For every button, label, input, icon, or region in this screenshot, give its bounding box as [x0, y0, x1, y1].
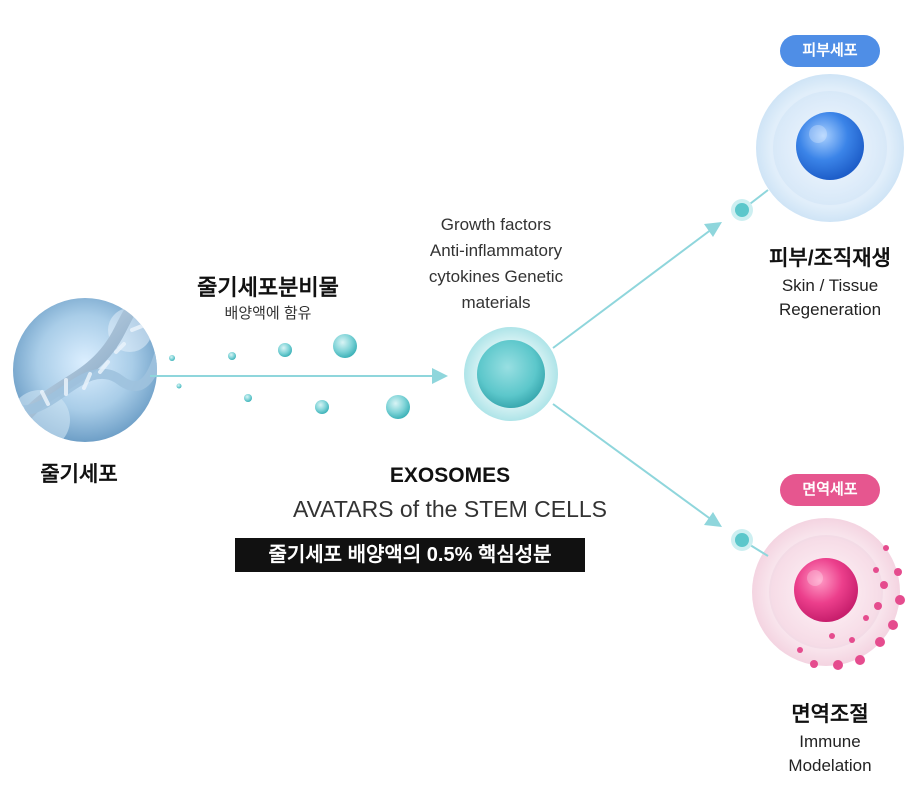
arrow-head-exosome	[432, 368, 448, 384]
dna-helix-image	[13, 298, 157, 442]
skin-subtitle-line: Skin / Tissue	[781, 276, 879, 295]
immune-outcome-title: 면역조절	[791, 703, 869, 726]
immune-cell-badge: 면역세포	[780, 474, 880, 506]
growth-factors-text: Growth factors Anti-inflammatory cytokin…	[396, 212, 596, 316]
arrow-to-immune	[552, 403, 717, 524]
growth-factors-line: materials	[461, 293, 531, 312]
arrow-to-skin	[552, 225, 717, 349]
exosomes-title: EXOSOMES	[389, 464, 511, 487]
secretome-title: 줄기세포분비물	[197, 275, 339, 300]
immune-cell-icon	[752, 518, 905, 670]
skin-cell-badge: 피부세포	[780, 35, 880, 67]
immune-outcome-subtitle: Immune Modelation	[745, 730, 915, 778]
growth-factors-line: Growth factors	[440, 215, 552, 234]
skin-outcome-subtitle: Skin / Tissue Regeneration	[745, 274, 915, 322]
growth-factors-line: cytokines Genetic	[428, 267, 564, 286]
exosomes-subtitle: AVATARS of the STEM CELLS	[292, 496, 607, 522]
secretome-particles	[169, 334, 410, 419]
exosomes-banner: 줄기세포 배양액의 0.5% 핵심성분	[235, 538, 585, 572]
exosome-cell-icon	[464, 327, 558, 421]
secretome-subtitle: 배양액에 함유	[224, 305, 312, 322]
immune-subtitle-line: Immune	[799, 732, 861, 751]
immune-subtitle-line: Modelation	[788, 756, 872, 775]
growth-factors-line: Anti-inflammatory	[429, 241, 563, 260]
skin-outcome-title: 피부/조직재생	[769, 247, 891, 270]
stem-cell-label: 줄기세포	[40, 463, 118, 486]
arrow-head-skin	[704, 222, 722, 237]
skin-subtitle-line: Regeneration	[778, 300, 882, 319]
arrow-head-immune	[704, 512, 722, 527]
skin-cell-icon	[756, 74, 904, 222]
